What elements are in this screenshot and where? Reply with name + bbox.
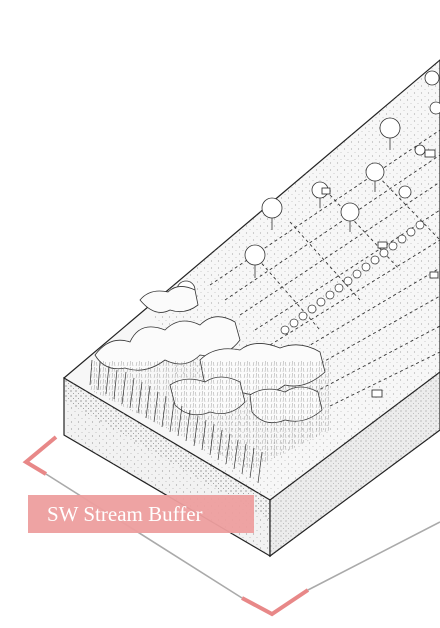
bracket-left-corner — [22, 435, 58, 476]
soil-stipple-band — [64, 378, 270, 520]
farm-structures — [321, 149, 439, 398]
reeds — [89, 359, 263, 484]
zone-label-box: SW Stream Buffer — [28, 495, 254, 533]
soil-right-stipple — [270, 372, 440, 556]
zone-label: SW Stream Buffer — [47, 501, 203, 526]
orchard-trees — [176, 70, 440, 310]
bracket-bottom-corner — [241, 588, 310, 617]
bracket-right-line — [307, 521, 440, 591]
zone-bracket — [22, 435, 440, 617]
hedgerow — [280, 220, 425, 335]
bracket-left-line — [45, 473, 243, 599]
